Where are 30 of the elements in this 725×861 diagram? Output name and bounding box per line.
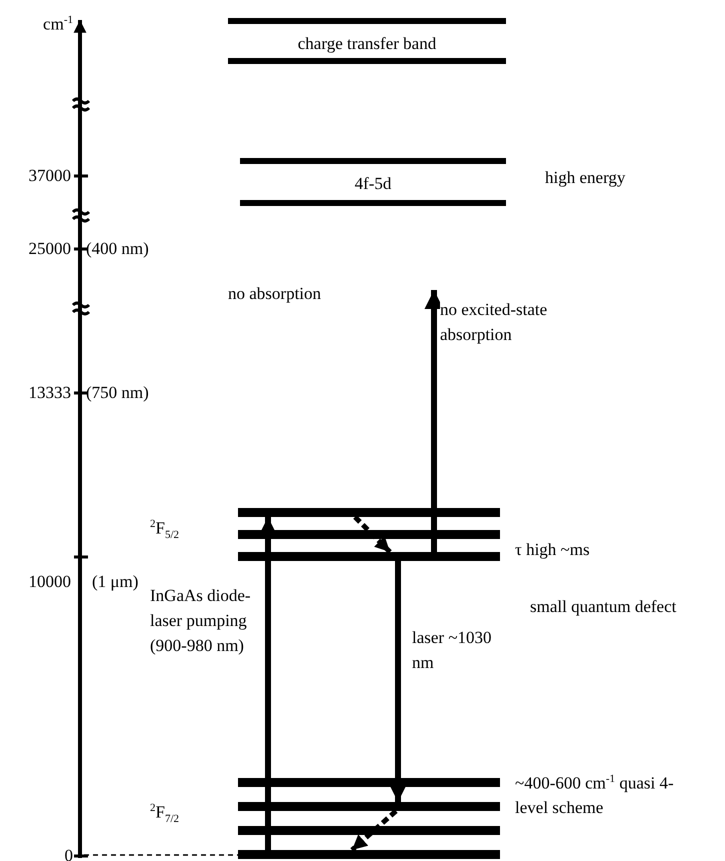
axis-unit: cm$^{-1}$ (43, 13, 73, 35)
level-annotation: high energy (545, 167, 626, 189)
band-label: 4f-5d (354, 174, 392, 194)
energy-band (240, 158, 506, 206)
energy-level-bar (238, 778, 500, 787)
manifold-label: $^{2}$F$_{5/2}$ (150, 517, 180, 544)
note-text: small quantum defect (530, 597, 676, 617)
tick-label: 13333 (28, 383, 71, 403)
tick-label: 0 (64, 846, 73, 861)
energy-band (228, 18, 506, 64)
energy-level-bar (238, 802, 500, 811)
arrow (388, 561, 408, 802)
arrow (353, 515, 392, 554)
tick-label: 37000 (28, 166, 71, 186)
energy-level-bar (238, 552, 500, 561)
band-label: charge transfer band (296, 34, 438, 54)
wavelength-label: (750 nm) (86, 383, 149, 403)
energy-level-bar (238, 508, 500, 517)
wavelength-label: (1 μm) (92, 572, 138, 592)
wavelength-label: (400 nm) (86, 239, 149, 259)
energy-level-bar (238, 530, 500, 539)
level-annotation: τ high ~ms (515, 539, 591, 561)
region-label: no absorption (228, 284, 322, 304)
energy-level-bar (238, 850, 500, 859)
manifold-label: $^{2}$F$_{7/2}$ (150, 801, 180, 828)
level-annotation: ~400-600 cm$^{-1}$ quasi 4-level scheme (515, 772, 675, 819)
arrow (350, 809, 398, 852)
energy-level-bar (238, 826, 500, 835)
tick-label: 25000 (28, 239, 71, 259)
tick-label: 10000 (28, 572, 71, 592)
